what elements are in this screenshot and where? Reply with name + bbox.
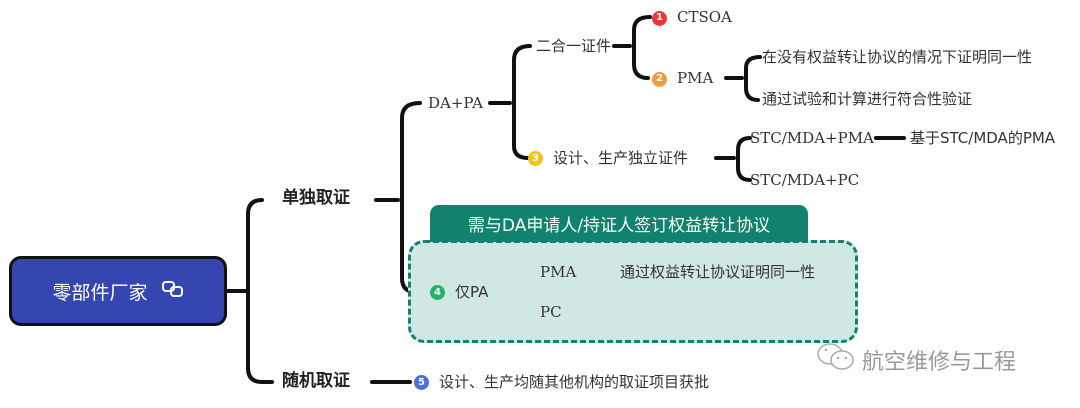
node-da-pa[interactable]: DA+PA [428,94,483,112]
pma-label: PMA [677,69,714,87]
independent-label: 设计、生产独立证件 [553,149,689,167]
node-pa-only[interactable]: 4 仅PA [430,282,488,302]
badge-5-icon: 5 [414,375,429,390]
node-random-cert[interactable]: 随机取证 [282,371,350,391]
ctsoa-label: CTSOA [677,8,732,26]
pa-only-group-label[interactable]: 需与DA申请人/持证人签订权益转让协议 [430,205,808,242]
watermark-text: 航空维修与工程 [862,350,1017,375]
node-stc-pma-leaf[interactable]: 基于STC/MDA的PMA [910,129,1056,147]
random-item-label: 设计、生产均随其他机构的取证项目获批 [439,373,710,391]
badge-2-icon: 2 [652,71,667,87]
link-icon [161,280,184,302]
node-independent[interactable]: 3 设计、生产独立证件 [528,148,688,168]
node-separate-cert[interactable]: 单独取证 [282,188,350,208]
pa-only-label: 仅PA [455,283,489,301]
root-label: 零部件厂家 [52,281,148,304]
node-ctsoa[interactable]: 1 CTSOA [652,7,732,27]
node-pa-pc[interactable]: PC [540,303,562,321]
node-stc-pc[interactable]: STC/MDA+PC [750,171,860,189]
wechat-icon [816,342,856,378]
node-two-in-one[interactable]: 二合一证件 [536,37,612,55]
node-pa-pma[interactable]: PMA [540,263,577,281]
badge-4-icon: 4 [430,285,445,300]
badge-1-icon: 1 [652,10,667,26]
node-stc-pma[interactable]: STC/MDA+PMA [750,129,874,147]
badge-3-icon: 3 [528,151,543,166]
node-pma-leaf[interactable]: 通过试验和计算进行符合性验证 [762,90,973,108]
root-node[interactable]: 零部件厂家 [9,256,227,326]
node-pma-leaf[interactable]: 在没有权益转让协议的情况下证明同一性 [762,48,1033,66]
node-pma[interactable]: 2 PMA [652,68,713,88]
node-random-item[interactable]: 5 设计、生产均随其他机构的取证项目获批 [414,372,709,392]
watermark: 航空维修与工程 [816,342,1016,378]
node-pa-pma-leaf[interactable]: 通过权益转让协议证明同一性 [620,263,816,281]
